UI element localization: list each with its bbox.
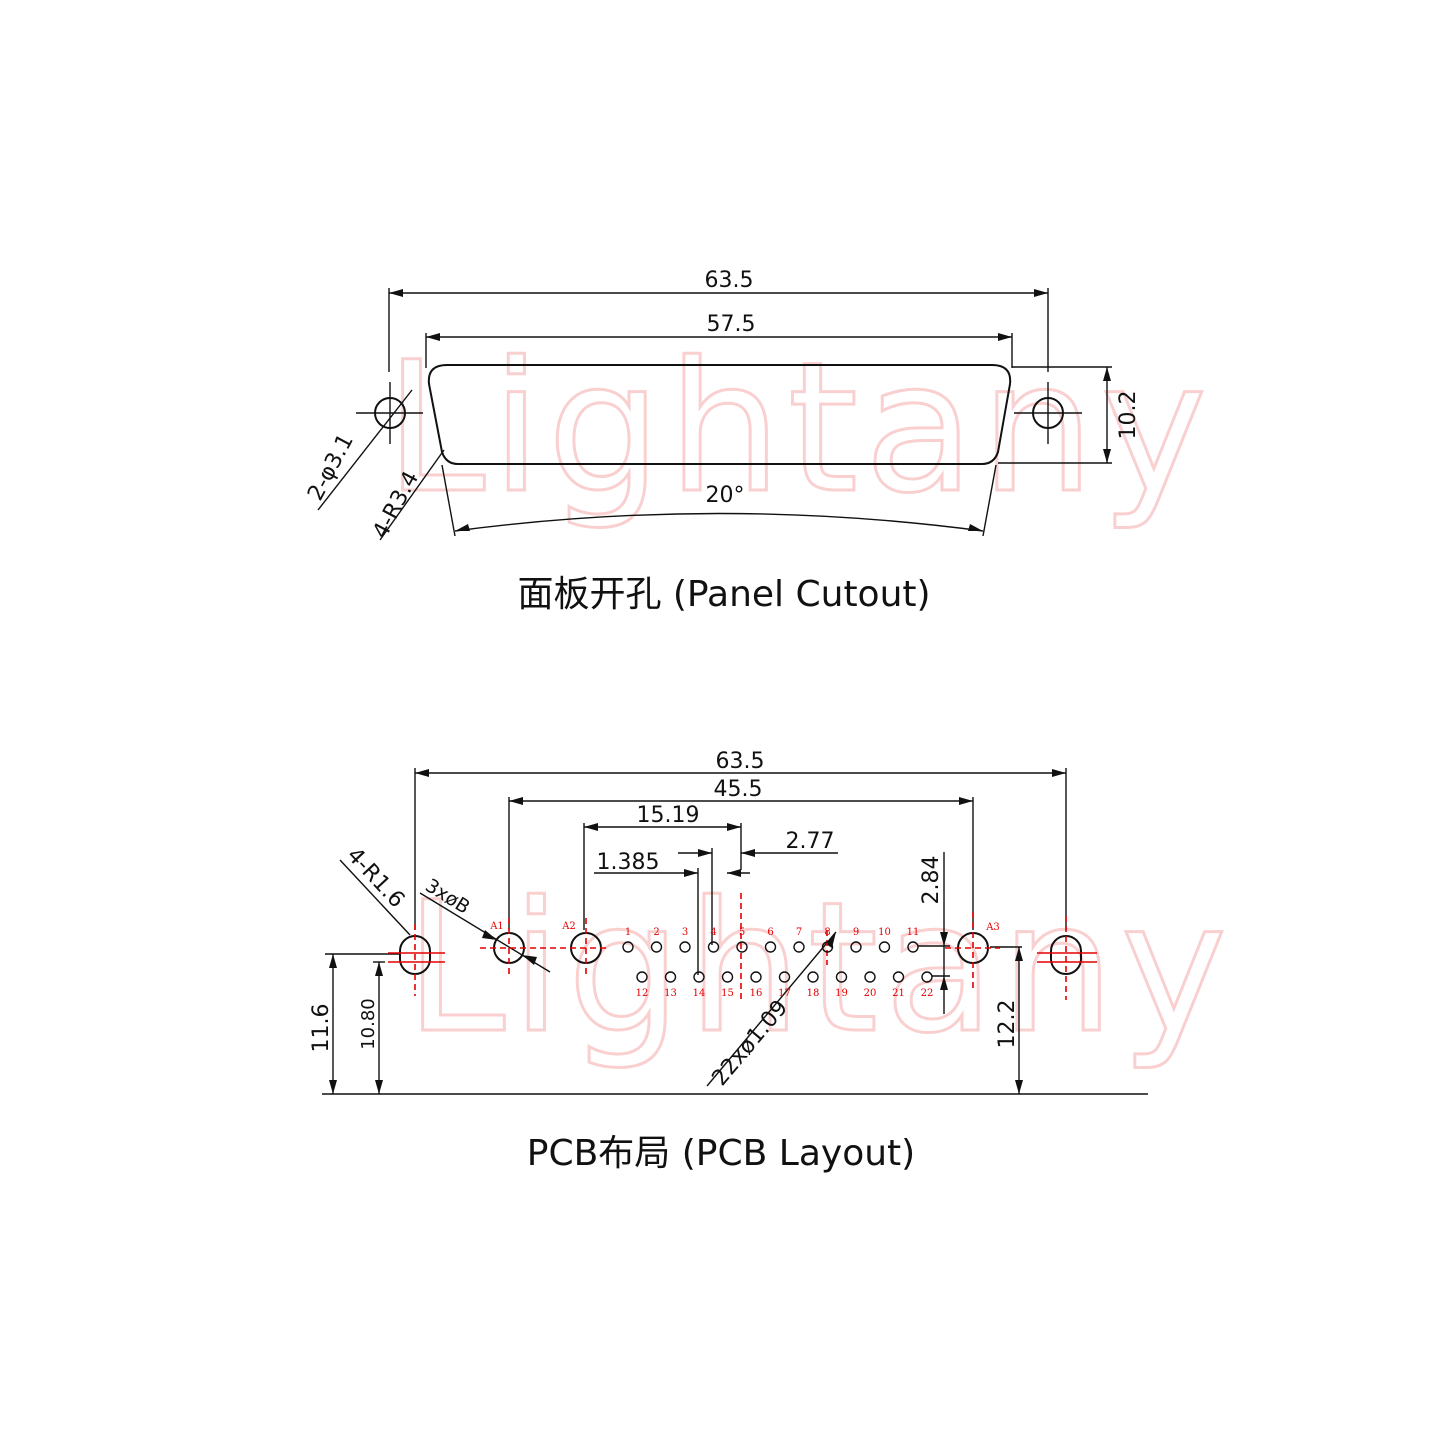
pcb-pin-label-22: 22: [921, 988, 934, 999]
pcb-pin-20: [864, 971, 876, 983]
pcb-pin-label-15: 15: [721, 988, 734, 999]
pcb-pin-10: [878, 941, 891, 953]
pcb-pin-label-1: 1: [625, 927, 631, 938]
pcb-pin-label-17: 17: [778, 988, 791, 999]
pcb-pin-label-9: 9: [853, 927, 859, 938]
pcb-mount-hole-left: [388, 924, 445, 996]
pcb-coax-a1: A1: [480, 918, 560, 975]
panel-dim-angle-arc: [454, 512, 984, 532]
pcb-pin-16: [750, 971, 762, 983]
panel-dim-height: 10.2: [1116, 391, 1141, 440]
pcb-pin-1: [622, 941, 634, 953]
pcb-pin-21: [892, 971, 905, 983]
pcb-pin-6: [764, 941, 777, 953]
pcb-pin-4: [707, 941, 720, 953]
pcb-pin-18: [807, 971, 819, 983]
panel-dshell-outline: [427, 364, 1012, 465]
pcb-pin-13: [664, 971, 677, 983]
pcb-dim-1080: 10.80: [358, 998, 379, 1050]
pcb-pin-row-bottom: 12 13 14 15 16 17 18 19 20 21 22: [636, 971, 934, 999]
pcb-pin-19: [835, 971, 848, 983]
pcb-pin-5: [736, 941, 748, 953]
watermark-panel: Lightany: [385, 324, 1213, 533]
pcb-pin-7: [793, 941, 805, 953]
panel-dim-angle: 20°: [706, 483, 745, 508]
pcb-dim-284: 2.84: [919, 856, 944, 905]
pcb-pin-3: [679, 941, 691, 953]
pcb-dim-1519: 15.19: [637, 803, 700, 828]
pcb-pin-label-16: 16: [750, 988, 763, 999]
pcb-pin-8: [821, 941, 834, 953]
pcb-dim-1385: 1.385: [597, 850, 660, 875]
pcb-pin-11: [907, 941, 919, 953]
pcb-pin-label-3: 3: [682, 927, 688, 938]
pcb-pin-2: [650, 941, 663, 953]
pcb-pin-22: [921, 971, 933, 983]
pcb-pin-15: [721, 971, 734, 983]
pcb-dim-total: 63.5: [716, 749, 765, 774]
pcb-pin-label-20: 20: [864, 988, 877, 999]
pcb-pin-label-19: 19: [835, 988, 848, 999]
pcb-coax-a2: A2: [560, 918, 610, 975]
pcb-pin-label-7: 7: [796, 927, 802, 938]
pcb-dim-277: 2.77: [786, 829, 835, 854]
pcb-pin-label-6: 6: [767, 927, 773, 938]
pcb-pin-label-8: 8: [824, 927, 830, 938]
panel-dim-shell: 57.5: [707, 312, 756, 337]
pcb-caption: PCB布局 (PCB Layout): [527, 1133, 915, 1174]
pcb-pin-label-2: 2: [653, 927, 659, 938]
pcb-pin-12: [636, 971, 648, 983]
pcb-pin-label-13: 13: [664, 988, 677, 999]
pcb-pin-label-21: 21: [892, 988, 905, 999]
pcb-coax-label-a3: A3: [985, 922, 1000, 933]
pcb-pin-label-5: 5: [739, 927, 745, 938]
pcb-pin-label-4: 4: [710, 927, 716, 938]
pcb-coax-label-a1: A1: [489, 921, 504, 932]
pcb-dim-a1-a3: 45.5: [714, 777, 763, 802]
pcb-pin-row-top: 1 2 3 4 5 6 7 8 9 10 11: [622, 927, 920, 953]
pcb-pin-17: [778, 971, 791, 983]
pcb-pin-label-18: 18: [807, 988, 820, 999]
panel-caption: 面板开孔 (Panel Cutout): [517, 574, 930, 615]
pcb-pin-label-10: 10: [878, 927, 891, 938]
pcb-mount-hole-right: [1037, 916, 1097, 1000]
pcb-dim-122: 12.2: [995, 1000, 1020, 1049]
pcb-pin-label-14: 14: [693, 988, 706, 999]
pcb-label-radius: 4-R1.6: [342, 843, 410, 913]
pcb-dim-116: 11.6: [309, 1004, 334, 1053]
pcb-coax-a3: A3: [945, 912, 1000, 990]
pcb-pin-9: [850, 941, 862, 953]
panel-dim-total: 63.5: [705, 268, 754, 293]
pcb-pin-14: [693, 971, 705, 983]
pcb-pin-label-11: 11: [907, 927, 920, 938]
panel-cutout: 63.5 57.5 10.2 20° 2-φ3.1: [303, 268, 1141, 615]
pcb-pin-label-12: 12: [636, 988, 649, 999]
watermark-pcb: Lightany: [405, 864, 1233, 1073]
pcb-coax-label-a2: A2: [561, 921, 576, 932]
